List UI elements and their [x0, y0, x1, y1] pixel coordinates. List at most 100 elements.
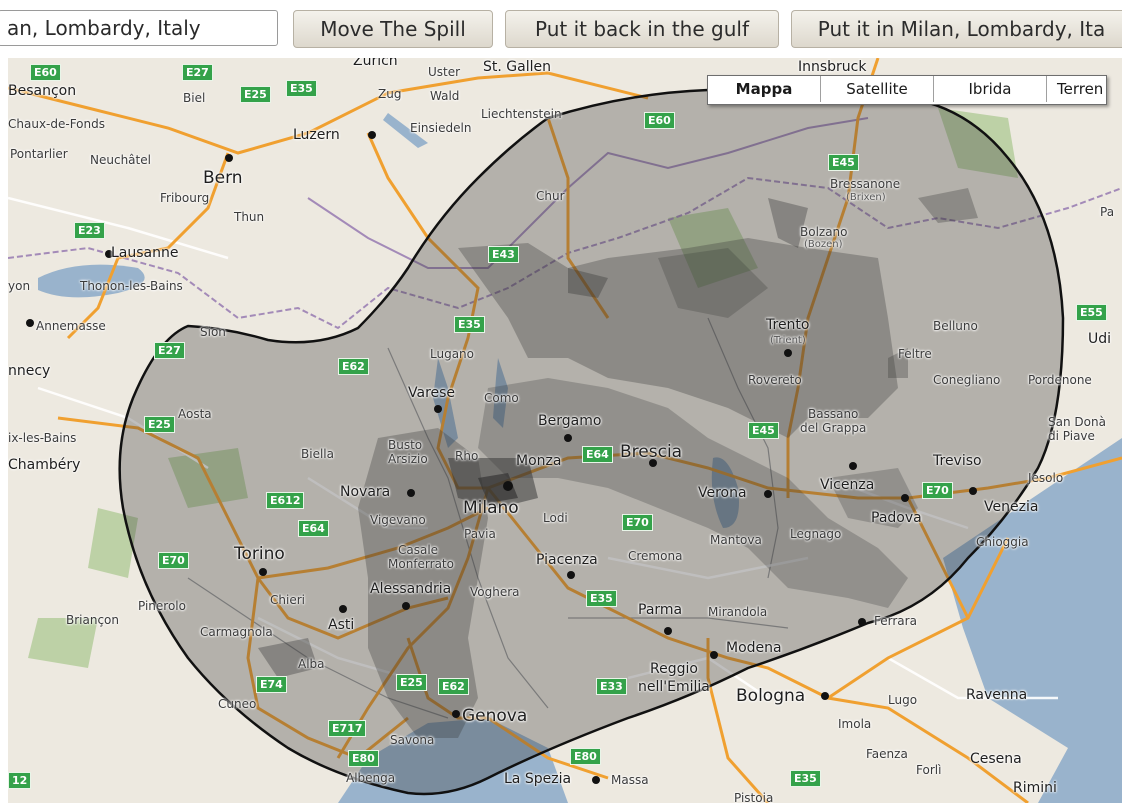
place-label: Massa — [611, 773, 649, 787]
region-border — [707, 317, 779, 579]
highway-shield: E23 — [74, 222, 105, 239]
highway-shield: E27 — [154, 342, 185, 359]
place-label: Annemasse — [36, 319, 106, 333]
place-label: Cremona — [628, 549, 683, 563]
place-label: Imola — [838, 717, 872, 731]
place-label: Ferrara — [874, 614, 917, 628]
adriatic-sea — [943, 438, 1122, 803]
place-label: Parma — [638, 602, 683, 618]
highway-shield: E70 — [158, 552, 189, 569]
map-type-ibrida[interactable]: Ibrida — [933, 76, 1046, 102]
place-label: Brescia — [620, 442, 683, 462]
place-label: Vicenza — [820, 477, 875, 493]
place-label: Pontarlier — [10, 147, 68, 161]
place-label: Vigevano — [370, 513, 426, 527]
place-label: Chioggia — [976, 535, 1029, 549]
place-label: Wald — [430, 89, 460, 103]
map-canvas[interactable]: Mappa Satellite Ibrida Terren Besançon B… — [8, 58, 1122, 803]
highway-shield: E45 — [828, 154, 859, 171]
highway-shield: E717 — [328, 720, 367, 737]
place-label: Lugo — [888, 693, 918, 707]
place-label: Briançon — [66, 613, 120, 627]
place-label: Fribourg — [160, 191, 210, 205]
place-label: Innsbruck — [798, 59, 867, 75]
place-label: St. Gallen — [483, 59, 551, 75]
place-label: Chaux-de-Fonds — [8, 117, 105, 131]
place-label: Chambéry — [8, 457, 81, 473]
place-label: Casale — [398, 543, 439, 557]
place-label: Treviso — [933, 453, 982, 469]
highway-shield: E33 — [596, 678, 627, 695]
place-label: Belluno — [933, 319, 978, 333]
highway-shield: E25 — [240, 86, 271, 103]
highway-shield: E80 — [348, 750, 379, 767]
place-label: Feltre — [898, 347, 932, 361]
place-label: di Piave — [1048, 429, 1095, 443]
place-label: Thonon-les-Bains — [80, 279, 183, 293]
move-spill-button[interactable]: Move The Spill — [293, 10, 493, 48]
place-label: Bassano — [808, 407, 859, 421]
highway-shield: E80 — [570, 748, 601, 765]
place-label: Sion — [200, 325, 226, 339]
place-label: Udi — [1088, 331, 1112, 347]
place-label: Pinerolo — [138, 599, 186, 613]
place-label: Ravenna — [966, 687, 1028, 703]
place-label: Cesena — [970, 751, 1022, 767]
highway-shield: E35 — [454, 316, 485, 333]
place-label: Lugano — [430, 347, 474, 361]
lake-zurich — [383, 113, 428, 148]
place-label: Torino — [234, 544, 285, 564]
place-label: Milano — [463, 498, 519, 518]
toolbar: Move The Spill Put it back in the gulf P… — [0, 0, 1122, 58]
highway-shield: E62 — [438, 678, 469, 695]
highway-shield: E74 — [256, 676, 287, 693]
place-label: Bressanone — [830, 177, 901, 191]
place-label: Besançon — [8, 83, 77, 99]
place-label: Uster — [428, 65, 461, 79]
lake-geneva — [38, 264, 145, 298]
place-label: Bologna — [736, 686, 806, 706]
map-type-satellite[interactable]: Satellite — [820, 76, 933, 102]
place-label: San Donà — [1048, 415, 1106, 429]
location-input[interactable] — [0, 10, 278, 46]
highway-shield: E45 — [748, 422, 779, 439]
region-border — [568, 617, 789, 629]
park-area — [938, 108, 1018, 178]
place-label: Rovereto — [748, 373, 802, 387]
place-label: Voghera — [470, 585, 520, 599]
place-label: Como — [484, 391, 519, 405]
place-label: Pordenone — [1028, 373, 1092, 387]
place-label: Cuneo — [218, 697, 257, 711]
highway-shield: E64 — [298, 520, 329, 537]
place-label: Forlì — [916, 763, 942, 777]
place-label: Biella — [301, 447, 334, 461]
map-type-control: Mappa Satellite Ibrida Terren — [707, 75, 1107, 105]
put-in-milan-button[interactable]: Put it in Milan, Lombardy, Ita — [791, 10, 1122, 48]
place-label: (Bozen) — [804, 239, 843, 250]
map-type-mappa[interactable]: Mappa — [708, 76, 820, 102]
place-label: Trento — [766, 317, 810, 333]
place-label: Chieri — [270, 593, 305, 607]
place-label: Genova — [462, 706, 528, 726]
place-label: Varese — [408, 385, 456, 401]
place-label: Liechtenstein — [481, 107, 562, 121]
place-label: Conegliano — [933, 373, 1001, 387]
map-type-terreno[interactable]: Terren — [1046, 76, 1106, 102]
place-label: Faenza — [866, 747, 908, 761]
place-label: Biel — [183, 91, 206, 105]
highway-shield: E25 — [396, 674, 427, 691]
highway-shield: E60 — [644, 112, 675, 129]
place-label: Mirandola — [708, 605, 768, 619]
lake-como — [493, 358, 508, 428]
place-label: Piacenza — [536, 552, 598, 568]
put-back-in-gulf-button[interactable]: Put it back in the gulf — [505, 10, 779, 48]
highway-shield: E35 — [790, 770, 821, 787]
place-label: Asti — [328, 617, 355, 633]
highway-shield: E70 — [922, 482, 953, 499]
place-label: Arsizio — [388, 452, 428, 466]
region-border — [387, 347, 549, 709]
place-label: Pistoia — [734, 791, 774, 803]
place-label: (Trient) — [770, 335, 806, 346]
place-label: Bolzano — [800, 225, 848, 239]
place-label: del Grappa — [800, 421, 867, 435]
